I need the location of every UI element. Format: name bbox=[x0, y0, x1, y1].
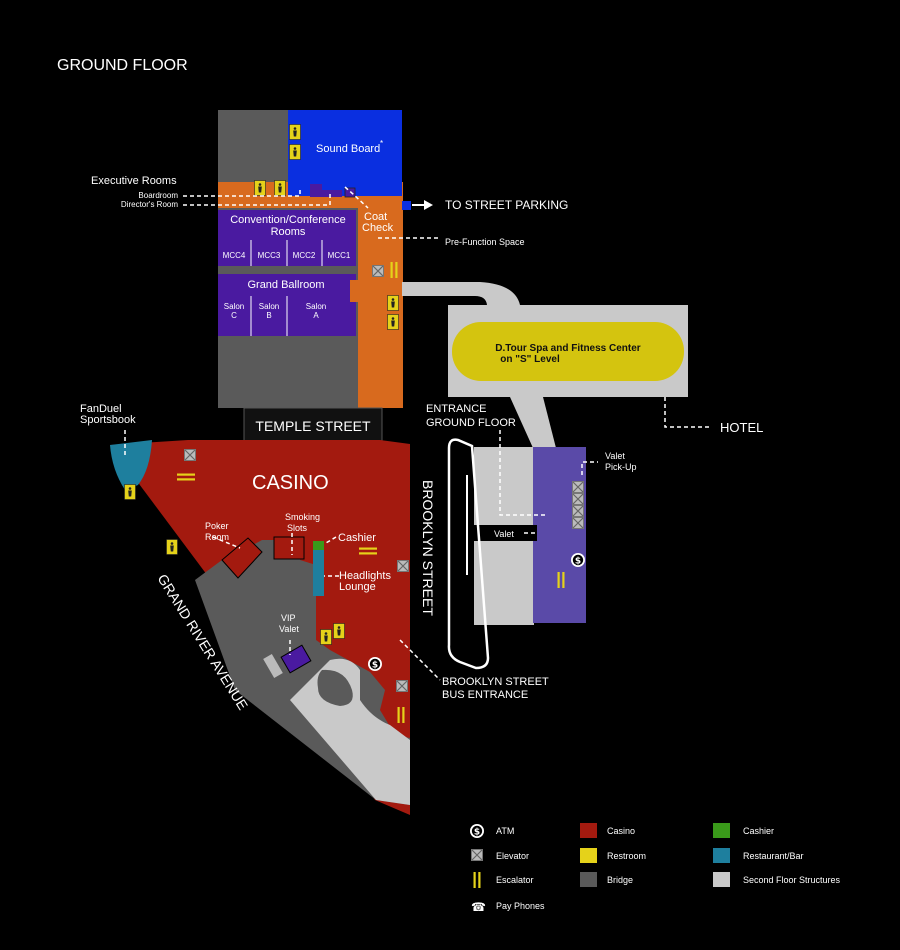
restroom-icon bbox=[166, 539, 178, 555]
brooklyn-street-label: BROOKLYN STREET bbox=[420, 480, 436, 616]
boardroom-label: Boardroom bbox=[138, 191, 178, 200]
salon-b-letter: B bbox=[266, 311, 271, 320]
spa-label-2: on "S" Level bbox=[500, 354, 560, 365]
escalator-icon bbox=[473, 872, 481, 888]
restroom-swatch bbox=[580, 848, 597, 863]
headlights-lounge bbox=[313, 550, 324, 596]
restroom-icon bbox=[254, 180, 266, 196]
pre-function-label: Pre-Function Space bbox=[445, 237, 525, 247]
salon-a-letter: A bbox=[313, 311, 319, 320]
cashier-area bbox=[313, 541, 324, 550]
legend-label: Second Floor Structures bbox=[743, 875, 841, 885]
poker-room-label-2: Room bbox=[205, 532, 229, 542]
salon-a-label: Salon bbox=[306, 302, 326, 311]
legend-label: Bridge bbox=[607, 875, 633, 885]
entrance-label-2: GROUND FLOOR bbox=[426, 417, 516, 429]
legend-label: Casino bbox=[607, 826, 635, 836]
elevator-icon bbox=[371, 264, 385, 278]
coat-check-label: Coat bbox=[364, 211, 387, 223]
restroom-icon bbox=[387, 314, 399, 330]
smoking-slots bbox=[273, 536, 305, 560]
restroom-icon bbox=[333, 623, 345, 639]
hotel-label: HOTEL bbox=[720, 420, 763, 435]
mcc2-label: MCC2 bbox=[293, 251, 316, 260]
vip-valet-label-2: Valet bbox=[279, 624, 299, 634]
bus-entrance-label: BROOKLYN STREET bbox=[442, 676, 549, 688]
headlights-label-2: Lounge bbox=[339, 581, 376, 593]
elevator-icon bbox=[395, 679, 409, 693]
cashier-swatch bbox=[713, 823, 730, 838]
vip-valet bbox=[280, 644, 312, 674]
sound-board-mark: * bbox=[380, 139, 383, 148]
mcc1-label: MCC1 bbox=[328, 251, 351, 260]
convention-label: Convention/Conference bbox=[230, 214, 346, 226]
salon-b-label: Salon bbox=[259, 302, 279, 311]
atm-icon bbox=[470, 824, 484, 838]
poker-room-label: Poker bbox=[205, 521, 229, 531]
valet-pickup-label-2: Pick-Up bbox=[605, 462, 637, 472]
headlights-label: Headlights bbox=[339, 570, 391, 582]
smoking-slots-label-2: Slots bbox=[287, 523, 308, 533]
mcc3-label: MCC3 bbox=[258, 251, 281, 260]
temple-street-label: TEMPLE STREET bbox=[255, 418, 371, 434]
valet-label: Valet bbox=[494, 529, 514, 539]
restroom-icon bbox=[289, 144, 301, 160]
legend-label: Restaurant/Bar bbox=[743, 851, 804, 861]
restroom-icon bbox=[289, 124, 301, 140]
smoking-slots-label: Smoking bbox=[285, 512, 320, 522]
legend-label: ATM bbox=[496, 826, 514, 836]
executive-rooms-label: Executive Rooms bbox=[91, 175, 177, 187]
temple-street bbox=[243, 407, 383, 445]
poker-room bbox=[221, 537, 263, 579]
legend-label: Restroom bbox=[607, 851, 646, 861]
legend-label: Elevator bbox=[496, 851, 529, 861]
bus-loop-road bbox=[447, 438, 490, 670]
salon-c-letter: C bbox=[231, 311, 237, 320]
legend: ATM Elevator Escalator ☎ Pay Phones Casi… bbox=[470, 823, 841, 914]
convention-label-2: Rooms bbox=[271, 226, 306, 238]
directors-room-label: Director's Room bbox=[121, 200, 178, 209]
grand-ballroom-label: Grand Ballroom bbox=[247, 279, 324, 291]
restaurant-bar-swatch bbox=[713, 848, 730, 863]
valet-pickup-label: Valet bbox=[605, 451, 625, 461]
valet-pickup-area bbox=[533, 447, 586, 623]
spa-label: D.Tour Spa and Fitness Center bbox=[495, 343, 640, 354]
entrance-label: ENTRANCE bbox=[426, 403, 487, 415]
vip-valet-label: VIP bbox=[281, 613, 296, 623]
pay-phone-icon: ☎ bbox=[471, 900, 486, 914]
atm-icon bbox=[368, 657, 382, 671]
fanduel-sportsbook bbox=[110, 440, 152, 490]
sound-board-area bbox=[288, 110, 402, 196]
elevator-icon bbox=[183, 448, 197, 462]
legend-label: Escalator bbox=[496, 875, 534, 885]
bridge-swatch bbox=[580, 872, 597, 887]
spa-fitness-center bbox=[452, 322, 684, 381]
casino-label: CASINO bbox=[252, 472, 329, 494]
fanduel-label: FanDuel bbox=[80, 403, 122, 415]
restroom-icon bbox=[387, 295, 399, 311]
elevator-icon bbox=[470, 848, 484, 862]
restroom-icon bbox=[274, 180, 286, 196]
cashier-label: Cashier bbox=[338, 532, 376, 544]
salon-c-label: Salon bbox=[224, 302, 244, 311]
atm-icon bbox=[571, 553, 585, 567]
restroom-icon bbox=[320, 629, 332, 645]
legend-label: Cashier bbox=[743, 826, 774, 836]
elevator-icon bbox=[396, 559, 410, 573]
second-floor-swatch bbox=[713, 872, 730, 887]
to-street-parking-label: TO STREET PARKING bbox=[445, 198, 568, 212]
page-title: GROUND FLOOR bbox=[57, 57, 188, 74]
restroom-icon bbox=[124, 484, 136, 500]
bus-entrance-label-2: BUS ENTRANCE bbox=[442, 689, 528, 701]
sound-board-label: Sound Board bbox=[316, 143, 380, 155]
casino-swatch bbox=[580, 823, 597, 838]
coat-check-label-2: Check bbox=[362, 222, 394, 234]
fanduel-label-2: Sportsbook bbox=[80, 414, 136, 426]
mcc4-label: MCC4 bbox=[223, 251, 246, 260]
legend-label: Pay Phones bbox=[496, 901, 545, 911]
